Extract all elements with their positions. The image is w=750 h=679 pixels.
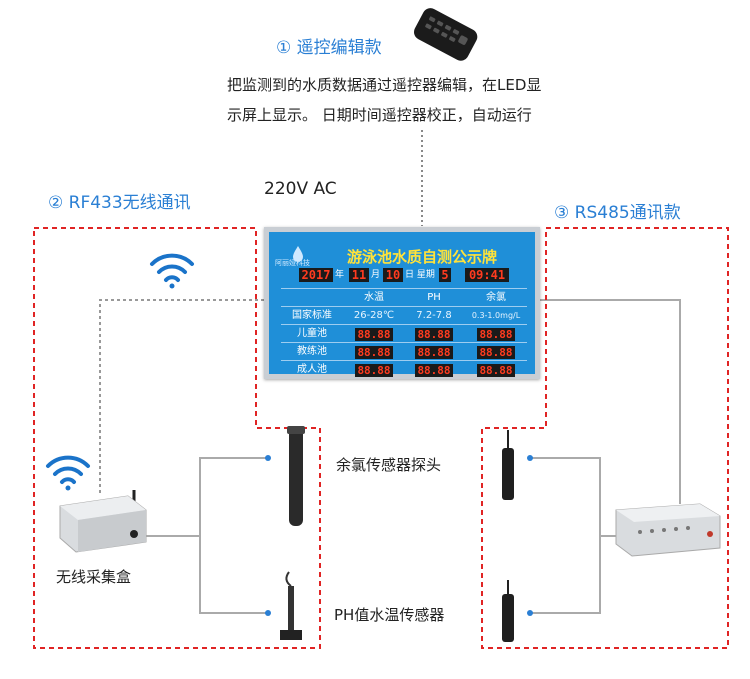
left-sensor-bracket (199, 457, 268, 614)
wifi-icon-box (46, 455, 90, 491)
std-chlorine: 0.3-1.0mg/L (471, 311, 521, 320)
right-sensor-bracket (530, 457, 601, 614)
led-value: 88.88 (355, 346, 393, 359)
rs485-box-device (615, 503, 721, 557)
rf433-frame (33, 227, 321, 649)
board-logo-text: 阿丽娅科技 (275, 259, 310, 267)
header-cell: 水温 (364, 292, 384, 303)
table-row: 儿童池 88.88 88.88 88.88 (281, 324, 527, 343)
std-ph: 7.2-7.8 (416, 310, 452, 321)
display-board: 阿丽娅科技 游泳池水质自测公示牌 2017 年 11 月 10 日 星期 5 0… (264, 227, 540, 379)
led-weekday: 5 (439, 268, 451, 282)
led-value: 88.88 (477, 346, 515, 359)
remote-desc-line2: 示屏上显示。 日期时间遥控器校正，自动运行 (227, 106, 532, 124)
std-temp: 26-28℃ (353, 310, 395, 321)
wireless-link-line (99, 299, 264, 494)
table-row: 教练池 88.88 88.88 88.88 (281, 342, 527, 361)
power-label: 220V AC (264, 179, 337, 199)
led-month: 11 (349, 268, 369, 282)
wireless-box-label: 无线采集盒 (56, 568, 132, 586)
led-value: 88.88 (355, 364, 393, 377)
led-value: 88.88 (355, 328, 393, 341)
led-value: 88.88 (415, 328, 453, 341)
day-unit: 日 星期 (405, 270, 435, 280)
chlorine-probe-right (502, 430, 514, 500)
table-row: 成人池 88.88 88.88 88.88 (281, 360, 527, 379)
remote-control-icon (414, 8, 478, 61)
ph-temp-sensor-label: PH值水温传感器 (334, 606, 445, 624)
row-name: 教练池 (297, 346, 327, 357)
wireless-box-device (59, 490, 147, 553)
chlorine-sensor-label: 余氯传感器探头 (336, 456, 442, 474)
board-title: 游泳池水质自测公示牌 (346, 248, 497, 266)
header-cell: PH (427, 292, 441, 303)
led-value: 88.88 (477, 328, 515, 341)
ph-probe-right (502, 580, 514, 642)
rf433-title: ② RF433无线通讯 (48, 193, 191, 213)
remote-edit-title: ① 遥控编辑款 (276, 38, 382, 58)
year-unit: 年 (335, 270, 345, 280)
rs485-board-line (540, 299, 681, 504)
table-header-row: 水温 PH 余氯 (281, 288, 527, 307)
row-name: 成人池 (297, 364, 327, 375)
led-value: 88.88 (477, 364, 515, 377)
month-unit: 月 (371, 270, 381, 280)
led-value: 88.88 (415, 346, 453, 359)
led-day: 10 (383, 268, 403, 282)
chlorine-probe-left (287, 426, 305, 526)
wifi-icon (150, 253, 194, 289)
table-row: 国家标准 26-28℃ 7.2-7.8 0.3-1.0mg/L (281, 306, 527, 325)
remote-desc-line1: 把监测到的水质数据通过遥控器编辑，在LED显 (227, 76, 542, 94)
header-cell: 余氯 (486, 292, 506, 303)
header-cell (281, 289, 343, 307)
led-time: 09:41 (465, 268, 509, 282)
rs485-frame (481, 227, 729, 649)
ph-probe-left (280, 571, 302, 640)
led-value: 88.88 (415, 364, 453, 377)
led-year: 2017 (299, 268, 333, 282)
row-name: 儿童池 (297, 328, 327, 339)
drop-logo-icon (293, 246, 303, 262)
row-name: 国家标准 (292, 310, 332, 321)
rs485-title: ③ RS485通讯款 (554, 203, 681, 223)
